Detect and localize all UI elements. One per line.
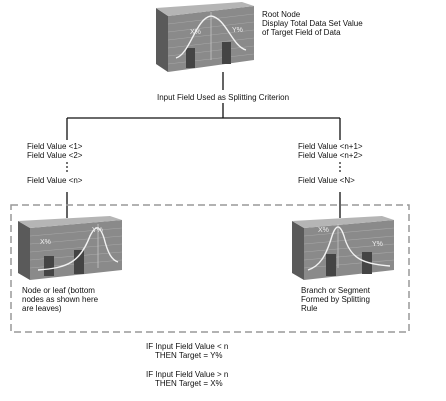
rule-2-line-2: THEN Target = X%: [155, 379, 223, 388]
left-field-value-2: Field Value <2>: [27, 151, 82, 160]
left-leaf-label-line-2: nodes as shown here: [22, 295, 98, 304]
left-leaf-box: [18, 216, 122, 280]
left-field-value-n: Field Value <n>: [27, 176, 82, 185]
right-leaf-curve-y-label: Y%: [372, 240, 383, 249]
root-curve-y-label: Y%: [232, 26, 243, 35]
right-leaf-label-line-2: Formed by Splitting: [301, 295, 370, 304]
right-field-value-n: Field Value <N>: [298, 176, 355, 185]
root-label-line-3: of Target Field of Data: [262, 28, 341, 37]
root-curve-x-label: X%: [190, 28, 201, 37]
left-leaf-curve-x-label: X%: [40, 238, 51, 247]
left-leaf-curve-y-label: Y%: [92, 226, 103, 235]
split-criterion-label: Input Field Used as Splitting Criterion: [108, 93, 338, 102]
right-ellipsis: [339, 162, 341, 172]
root-label-line-2: Display Total Data Set Value: [262, 19, 363, 28]
right-leaf-curve-x-label: X%: [318, 226, 329, 235]
left-field-value-1: Field Value <1>: [27, 142, 82, 151]
rule-1-line-1: IF Input Field Value < n: [146, 342, 228, 351]
left-ellipsis: [66, 162, 68, 172]
right-leaf-label-line-1: Branch or Segment: [301, 286, 370, 295]
right-leaf-label-line-3: Rule: [301, 304, 317, 313]
left-leaf-label-line-3: are leaves): [22, 304, 62, 313]
left-leaf-label-line-1: Node or leaf (bottom: [22, 286, 95, 295]
right-field-value-1: Field Value <n+1>: [298, 142, 363, 151]
root-label-line-1: Root Node: [262, 10, 300, 19]
right-field-value-2: Field Value <n+2>: [298, 151, 363, 160]
rule-1-line-2: THEN Target = Y%: [155, 351, 223, 360]
root-node-box: [156, 2, 254, 74]
rule-2-line-1: IF Input Field Value > n: [146, 370, 228, 379]
